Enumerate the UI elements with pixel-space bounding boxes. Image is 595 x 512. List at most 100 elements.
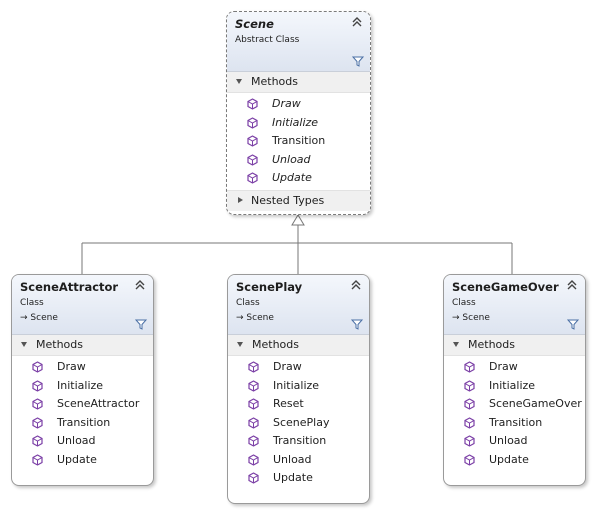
method-icon	[248, 416, 259, 429]
filter-icon[interactable]	[351, 319, 363, 330]
collapse-chevron-icon[interactable]	[134, 279, 146, 291]
collapse-chevron-icon[interactable]	[350, 279, 362, 291]
method-row[interactable]: Draw	[444, 358, 585, 377]
method-row[interactable]: Update	[12, 451, 153, 470]
method-icon	[464, 398, 475, 410]
method-row[interactable]: Transition	[228, 432, 369, 451]
method-icon	[32, 435, 43, 447]
method-icon	[247, 172, 258, 184]
method-icon	[248, 472, 259, 484]
method-row[interactable]: SceneGameOver	[444, 395, 585, 414]
method-row[interactable]: Unload	[12, 432, 153, 451]
method-row[interactable]: Initialize	[228, 377, 369, 396]
method-row[interactable]: ScenePlay	[228, 414, 369, 433]
method-icon	[464, 379, 475, 392]
class-header: SceneAttractor Class → Scene	[12, 275, 153, 335]
methods-section-header[interactable]: Methods	[444, 335, 585, 356]
method-row[interactable]: Unload	[444, 432, 585, 451]
base-class: → Scene	[236, 313, 274, 323]
method-name: Reset	[273, 397, 304, 410]
method-icon	[464, 435, 475, 447]
filter-icon[interactable]	[567, 319, 579, 330]
inherits-arrow-icon: →	[236, 313, 244, 323]
class-kind: Class	[236, 298, 260, 308]
method-row[interactable]: Unload	[228, 451, 369, 470]
class-box-scene-attractor[interactable]: SceneAttractor Class → Scene Methods Dra…	[11, 274, 154, 486]
filter-icon[interactable]	[352, 56, 364, 67]
base-class: → Scene	[20, 313, 58, 323]
method-icon	[32, 379, 43, 392]
method-row[interactable]: Update	[444, 451, 585, 470]
method-name: Transition	[489, 415, 543, 429]
method-icon	[248, 435, 259, 447]
method-name: Transition	[273, 434, 327, 447]
method-name: Initialize	[272, 115, 319, 129]
method-row[interactable]: Update	[227, 169, 370, 188]
method-name: Transition	[272, 134, 326, 147]
inherits-arrow-icon: →	[452, 313, 460, 323]
method-icon	[248, 453, 259, 466]
base-class: → Scene	[452, 313, 490, 323]
method-name: ScenePlay	[273, 415, 330, 429]
class-header: Scene Abstract Class	[227, 12, 370, 72]
expand-triangle-icon	[237, 342, 243, 347]
expand-triangle-icon	[453, 342, 459, 347]
method-icon	[464, 361, 475, 373]
method-name: Unload	[273, 452, 312, 466]
method-icon	[247, 135, 258, 147]
method-name: Initialize	[489, 378, 536, 392]
method-icon	[32, 416, 43, 429]
method-row[interactable]: SceneAttractor	[12, 395, 153, 414]
method-name: Draw	[273, 360, 302, 373]
method-row[interactable]: Draw	[227, 95, 370, 114]
class-box-scene-game-over[interactable]: SceneGameOver Class → Scene Methods Draw…	[443, 274, 586, 486]
method-name: Update	[272, 171, 312, 184]
collapse-chevron-icon[interactable]	[351, 16, 363, 28]
method-row[interactable]: Initialize	[444, 377, 585, 396]
inheritance-arrowhead	[291, 214, 305, 226]
methods-section-header[interactable]: Methods	[228, 335, 369, 356]
method-name: Initialize	[273, 378, 320, 392]
nested-types-section-header[interactable]: Nested Types	[227, 189, 370, 211]
method-row[interactable]: Draw	[228, 358, 369, 377]
method-icon	[247, 153, 258, 166]
method-row[interactable]: Initialize	[227, 114, 370, 133]
method-icon	[32, 453, 43, 466]
class-kind: Class	[20, 298, 44, 308]
method-icon	[464, 453, 475, 466]
filter-icon[interactable]	[135, 319, 147, 330]
method-row[interactable]: Unload	[227, 151, 370, 170]
methods-section-header[interactable]: Methods	[227, 72, 370, 93]
class-name: SceneAttractor	[20, 280, 119, 294]
method-row[interactable]: Transition	[12, 414, 153, 433]
method-icon	[464, 416, 475, 429]
collapsed-triangle-icon	[238, 196, 243, 203]
method-row[interactable]: Transition	[444, 414, 585, 433]
class-name: SceneGameOver	[452, 280, 559, 294]
class-header: ScenePlay Class → Scene	[228, 275, 369, 335]
collapse-chevron-icon[interactable]	[566, 279, 578, 291]
method-name: Initialize	[57, 378, 104, 392]
method-row[interactable]: Draw	[12, 358, 153, 377]
method-icon	[32, 361, 43, 373]
inherits-arrow-icon: →	[20, 313, 28, 323]
method-row[interactable]: Update	[228, 469, 369, 488]
expand-triangle-icon	[21, 342, 27, 347]
method-icon	[248, 379, 259, 392]
method-name: Transition	[57, 415, 111, 429]
methods-section-header[interactable]: Methods	[12, 335, 153, 356]
method-row[interactable]: Initialize	[12, 377, 153, 396]
method-row[interactable]: Transition	[227, 132, 370, 151]
method-row[interactable]: Reset	[228, 395, 369, 414]
method-name: SceneAttractor	[57, 397, 140, 410]
method-icon	[247, 116, 258, 129]
expand-triangle-icon	[236, 79, 242, 84]
method-name: Unload	[272, 152, 311, 166]
method-name: Draw	[489, 360, 518, 373]
